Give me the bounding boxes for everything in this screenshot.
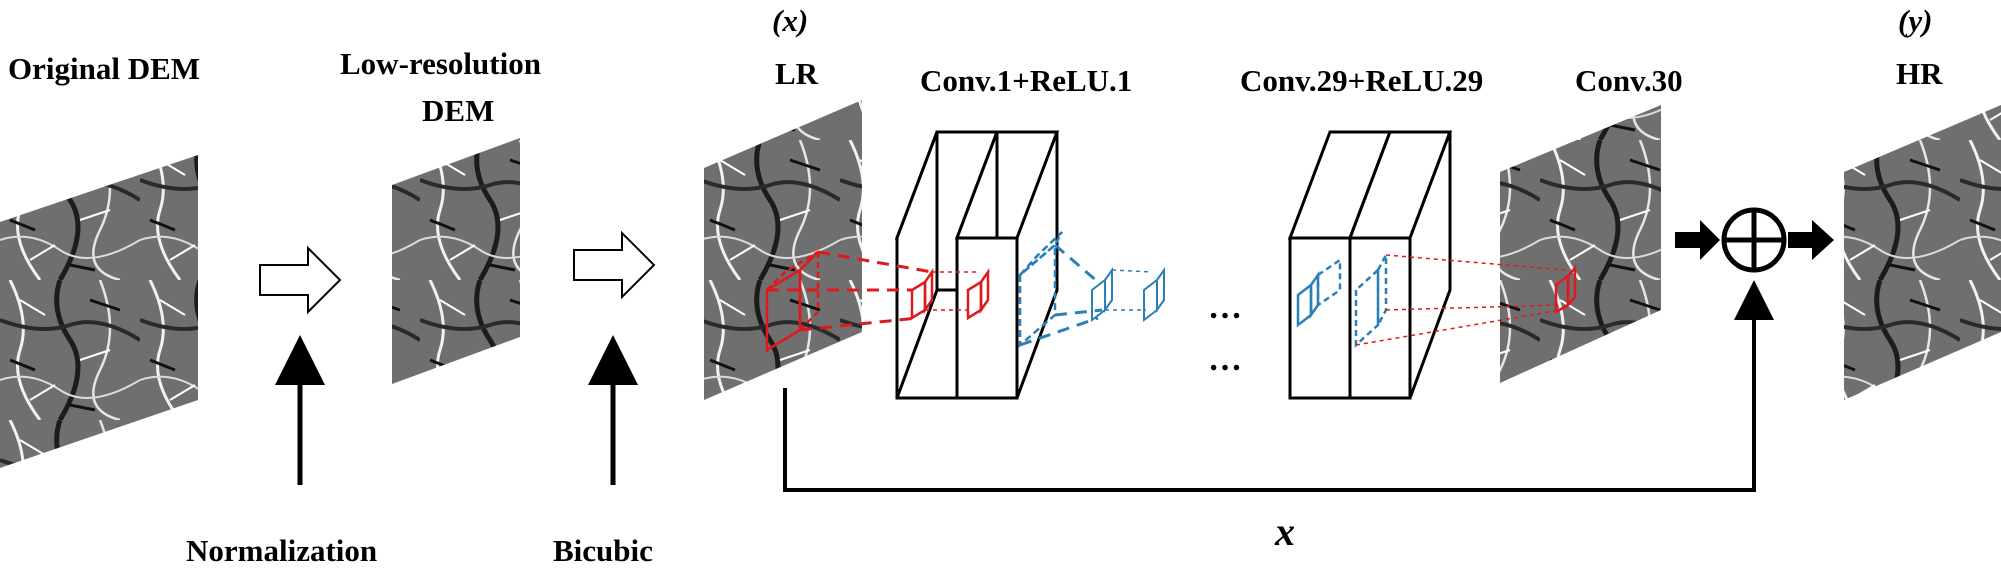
arrow-to-sum — [1675, 220, 1720, 260]
blue-projection — [1019, 243, 1103, 347]
label-x-top: (x) — [772, 3, 809, 38]
conv29-layers — [1287, 130, 1453, 400]
conv30-output-image — [1500, 105, 1661, 383]
red-projection-conv30 — [1355, 254, 1566, 346]
label-conv30: Conv.30 — [1575, 63, 1683, 98]
label-conv1: Conv.1+ReLU.1 — [920, 63, 1133, 98]
label-normalization: Normalization — [186, 533, 378, 568]
label-y-top: (y) — [1898, 3, 1933, 38]
label-bicubic: Bicubic — [553, 533, 653, 568]
red-kernel-conv1-b — [966, 268, 990, 321]
arrow-right-hollow-1 — [259, 245, 342, 315]
label-original-dem: Original DEM — [8, 51, 201, 86]
ellipsis-bottom: … — [1208, 341, 1242, 378]
arrow-to-hr — [1788, 220, 1834, 260]
arrow-right-hollow-2 — [573, 230, 656, 300]
hr-image — [1844, 105, 2001, 400]
blue-kernel-small — [1091, 266, 1165, 323]
ellipsis-top: … — [1208, 289, 1242, 326]
label-low-res-line1: Low-resolution — [340, 46, 541, 81]
red-kernel-conv30 — [1554, 264, 1577, 315]
lr-image — [704, 100, 862, 400]
low-res-dem-image — [392, 138, 520, 384]
label-low-res-line2: DEM — [422, 93, 495, 128]
label-conv29: Conv.29+ReLU.29 — [1240, 63, 1484, 98]
red-projection — [767, 250, 933, 332]
conv1-layers — [894, 130, 1060, 400]
label-lr: LR — [775, 56, 819, 91]
original-dem-image — [0, 155, 198, 468]
skip-connection — [783, 280, 1774, 492]
label-x-skip: x — [1275, 509, 1295, 554]
label-hr: HR — [1896, 56, 1943, 91]
